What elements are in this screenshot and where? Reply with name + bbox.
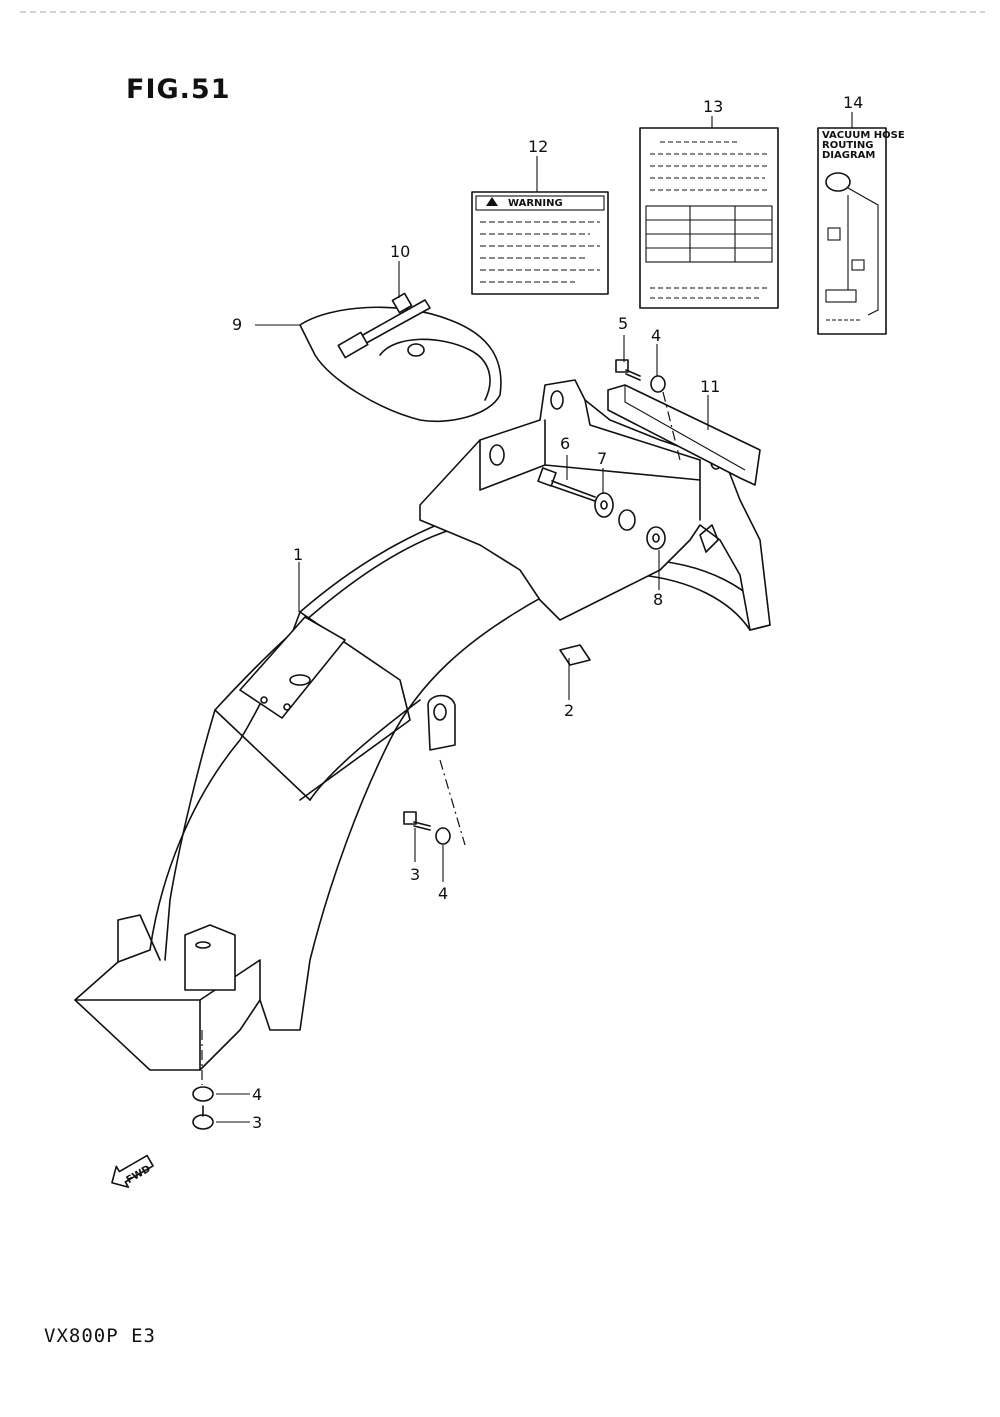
- callout-7: 7: [597, 449, 607, 468]
- washer-7: [594, 492, 614, 518]
- callout-3: 3: [410, 865, 420, 884]
- warning-label-title: WARNING: [508, 198, 563, 209]
- callout-12: 12: [528, 137, 548, 156]
- vacuum-hose-label-14: [817, 127, 887, 335]
- bolt-5: [615, 359, 641, 381]
- strap-10: [337, 292, 431, 359]
- callout-9: 9: [232, 315, 242, 334]
- leader-lines: [216, 112, 853, 1123]
- tool-bag-9: [299, 306, 502, 423]
- callout-8: 8: [653, 590, 663, 609]
- callout-6: 6: [560, 434, 570, 453]
- nut-4-middle: [435, 827, 451, 845]
- figure-title: FIG.51: [126, 74, 231, 105]
- nut-8: [618, 509, 666, 550]
- callout-11: 11: [700, 377, 720, 396]
- bolt-3-middle: [403, 811, 431, 831]
- fwd-arrow: [111, 1154, 154, 1188]
- warning-label-12: [471, 191, 609, 295]
- callout-13: 13: [703, 97, 723, 116]
- vacuum-label-line2: ROUTING: [822, 140, 873, 151]
- callout-5: 5: [618, 314, 628, 333]
- callout-2: 2: [564, 701, 574, 720]
- bolt-6: [537, 467, 596, 502]
- nut-4-top: [650, 375, 666, 393]
- callout-3: 3: [252, 1113, 262, 1132]
- callout-4: 4: [252, 1085, 262, 1104]
- info-label-13: [639, 127, 779, 309]
- guide-line: [662, 391, 681, 461]
- model-code: VX800P E3: [44, 1325, 156, 1347]
- guide-line: [439, 759, 466, 846]
- vacuum-label-line1: VACUUM HOSE: [822, 130, 905, 141]
- nut-4-bottom: [192, 1086, 214, 1102]
- callout-14: 14: [843, 93, 863, 112]
- sticker-2: [559, 644, 591, 666]
- rear-seal-strip: [607, 384, 761, 486]
- rear-fender: [74, 501, 771, 1071]
- callout-10: 10: [390, 242, 410, 261]
- callout-1: 1: [293, 545, 303, 564]
- callout-4: 4: [651, 326, 661, 345]
- bolt-3-bottom: [192, 1105, 214, 1130]
- callout-4: 4: [438, 884, 448, 903]
- vacuum-label-line3: DIAGRAM: [822, 150, 875, 161]
